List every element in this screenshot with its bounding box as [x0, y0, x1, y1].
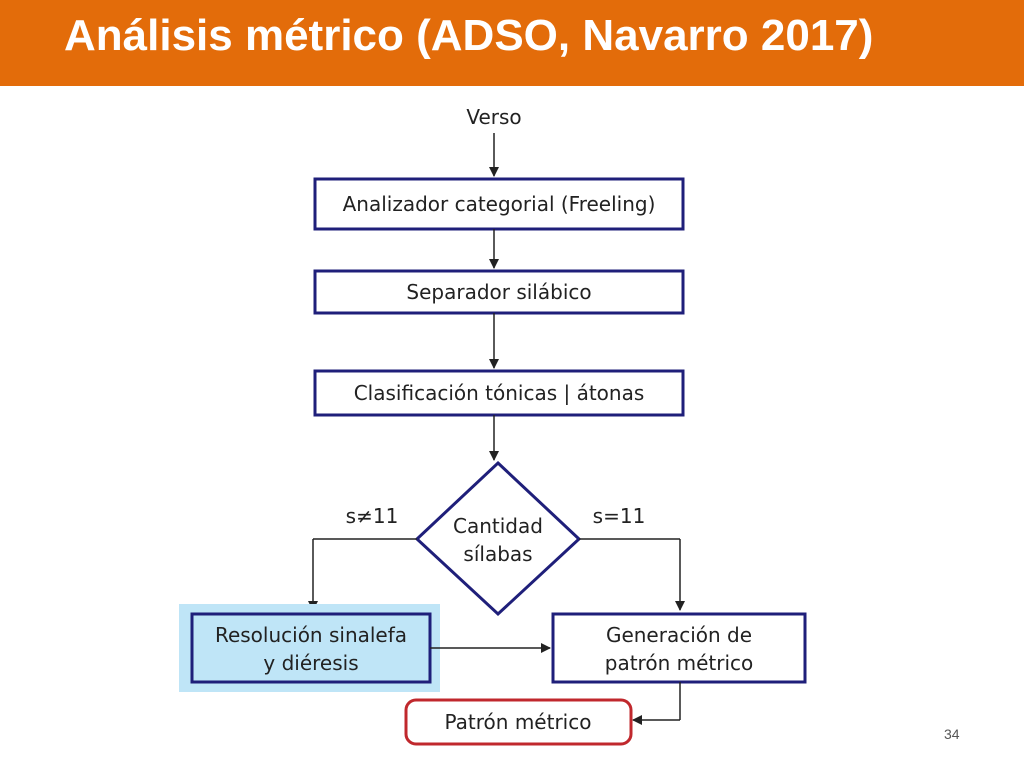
decision-diamond	[414, 460, 582, 617]
classifier-label: Clasificación tónicas | átonas	[354, 381, 645, 405]
output-label: Patrón métrico	[445, 710, 592, 734]
generation-box	[551, 612, 807, 684]
edge-label-equals-11: s=11	[593, 504, 646, 528]
syllabifier-box	[313, 269, 685, 315]
syllabifier-label: Separador silábico	[406, 280, 591, 304]
analyzer-label: Analizador categorial (Freeling)	[343, 192, 656, 216]
analyzer-box	[313, 177, 685, 231]
slide-title: Análisis métrico (ADSO, Navarro 2017)	[64, 11, 874, 60]
generation-label-line2: patrón métrico	[605, 651, 754, 675]
title-bar	[0, 0, 1024, 86]
input-label: Verso	[466, 105, 521, 129]
edge-label-not-11: s≠11	[346, 504, 399, 528]
resolution-label-line2: y diéresis	[263, 651, 358, 675]
decision-label-line2: sílabas	[463, 542, 532, 566]
output-box	[404, 698, 633, 746]
decision-label-line1: Cantidad	[453, 514, 543, 538]
resolution-label-line1: Resolución sinalefa	[215, 623, 407, 647]
page-number: 34	[944, 726, 960, 742]
classifier-box	[313, 369, 685, 417]
generation-label-line1: Generación de	[606, 623, 752, 647]
